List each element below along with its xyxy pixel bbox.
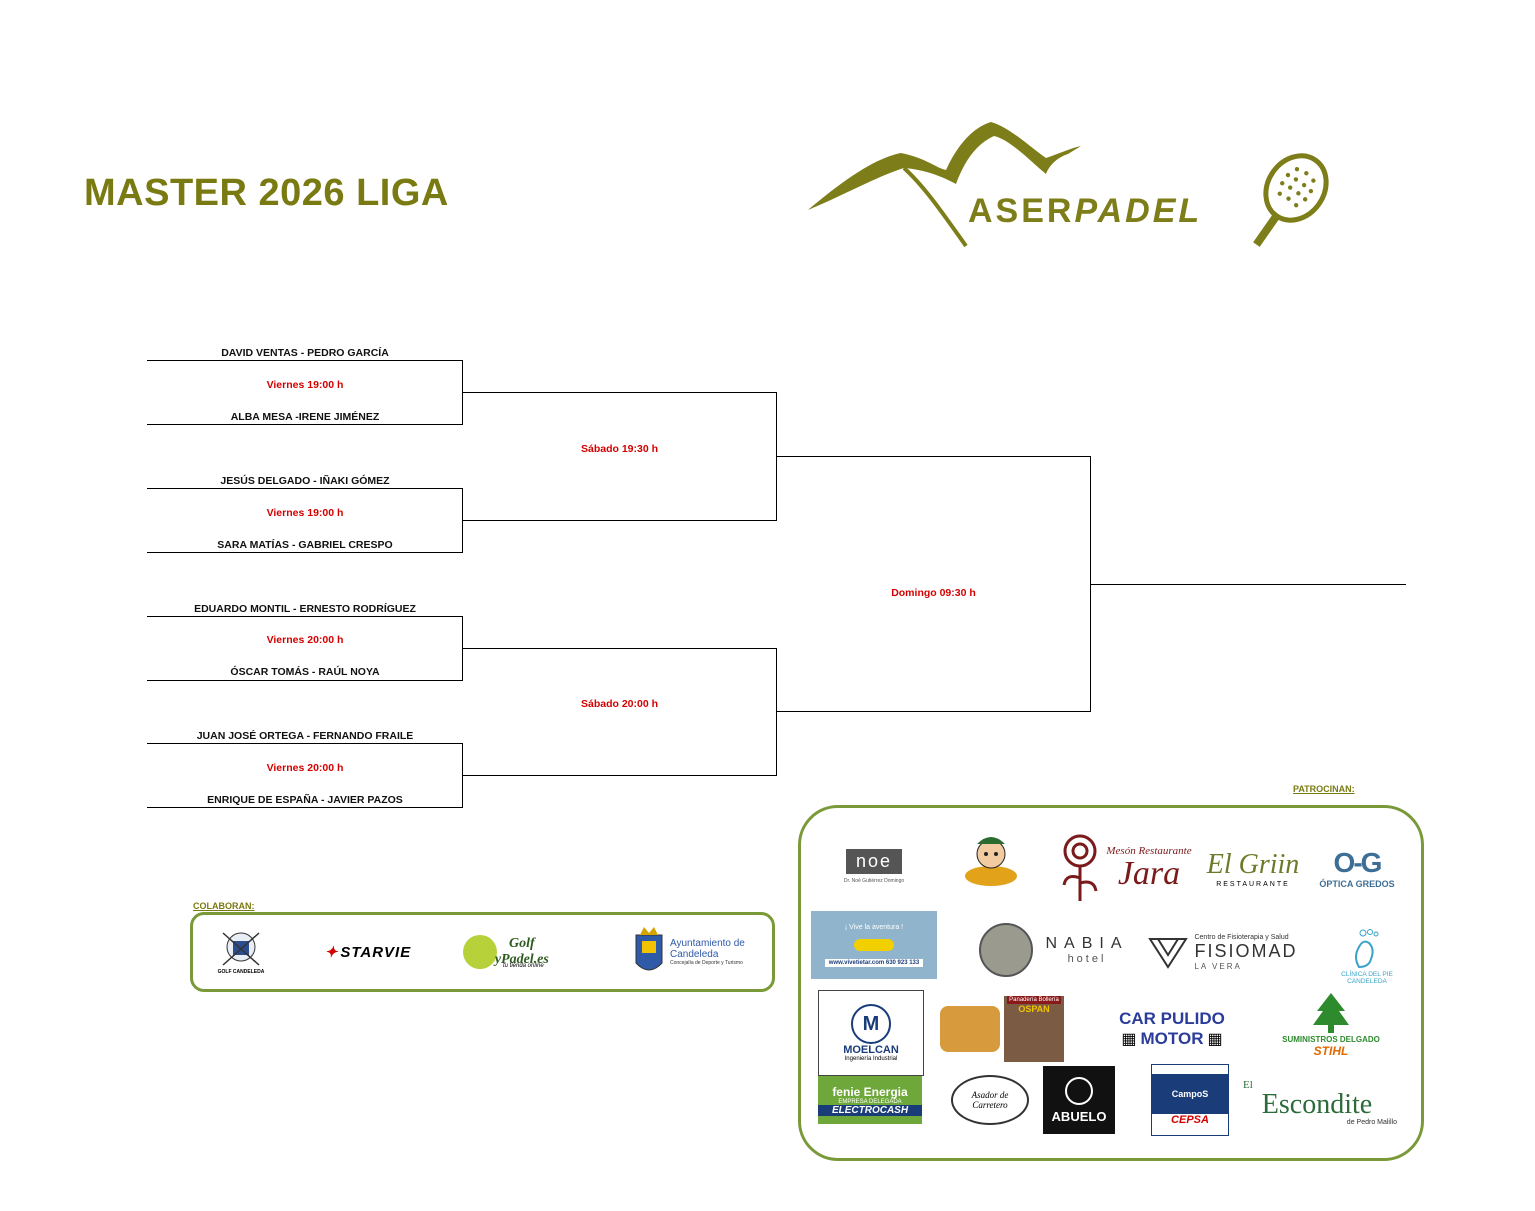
team-name: ALBA MESA -IRENE JIMÉNEZ — [230, 411, 380, 423]
sponsor-el-escondite: El Escondite de Pedro Malillo — [1243, 1078, 1397, 1126]
bracket-line — [462, 775, 777, 776]
bracket-line — [776, 456, 1091, 457]
bracket-line — [462, 520, 777, 521]
colaboran-box: GOLF CANDELEDA ✦STARVIE Golf yPadel.es t… — [190, 912, 775, 992]
tree-icon — [1313, 992, 1349, 1033]
team-name: DAVID VENTAS - PEDRO GARCÍA — [221, 347, 389, 359]
sponsor-campos-cepsa: CampoS CEPSA — [1151, 1064, 1229, 1136]
bracket-line — [147, 360, 463, 361]
crest-icon — [222, 932, 260, 966]
team-name: JESÚS DELGADO - IÑAKI GÓMEZ — [220, 475, 390, 487]
team-name: JUAN JOSÉ ORTEGA - FERNANDO FRAILE — [196, 730, 414, 742]
starvie-logo: ✦STARVIE — [324, 943, 412, 962]
sponsor-mesa-cartoon — [951, 826, 1031, 898]
ayuntamiento-logo: Ayuntamiento de Candeleda Concejalía de … — [621, 923, 761, 981]
aserpadel-logo: ASERPADEL — [806, 118, 1366, 258]
sponsor-vivetietar: ¡ Vive la aventura ! www.vivetietar.com … — [811, 911, 937, 979]
chef-mascot-icon — [965, 837, 1017, 886]
colaboran-label: COLABORAN: — [193, 901, 255, 911]
sponsor-noe: noe Dr. Noé Gutiérrez Domingo — [843, 848, 905, 884]
sponsor-jara: Mesón Restaurante Jara — [1045, 828, 1205, 908]
final-time: Domingo 09:30 h — [891, 587, 976, 599]
bracket-line — [462, 392, 777, 393]
mountain-logo-icon — [808, 122, 1329, 248]
golf-candeleda-logo: GOLF CANDELEDA — [211, 923, 271, 981]
sponsor-suministros-delgado: SUMINISTROS DELGADO STIHL — [1271, 984, 1391, 1064]
checkered-flag-icon: ▦ — [1207, 1031, 1223, 1048]
team-name: ÓSCAR TOMÁS - RAÚL NOYA — [230, 666, 380, 678]
page-title: MASTER 2026 LIGA — [84, 172, 449, 214]
sponsor-fenie-energia: fenie Energia EMPRESA DELEGADA ELECTROCA… — [818, 1076, 922, 1124]
sponsor-fisiomad: Centro de Fisioterapia y Salud FISIOMAD … — [1133, 924, 1313, 980]
match-time: Viernes 19:00 h — [266, 507, 344, 519]
coat-of-arms-icon — [635, 927, 663, 971]
bracket-line — [147, 552, 463, 553]
rose-icon — [1062, 834, 1098, 901]
bracket-line — [1090, 456, 1091, 711]
bracket-line — [147, 488, 463, 489]
team-name: SARA MATÍAS - GABRIEL CRESPO — [217, 539, 393, 551]
sponsor-clinica-pie: CLÍNICA DEL PIE CANDELEDA — [1329, 920, 1405, 992]
sponsor-ospan: Panadería Bollería OSPAN — [935, 994, 1069, 1064]
triangle-logo-icon — [1148, 938, 1189, 969]
sponsor-optica-gredos: O-G ÓPTICA GREDOS — [1319, 847, 1395, 889]
sponsor-car-pulido: CAR PULIDO ▦ MOTOR ▦ — [1119, 1009, 1225, 1048]
bracket-line — [462, 648, 777, 649]
team-name: ENRIQUE DE ESPAÑA - JAVIER PAZOS — [207, 794, 403, 806]
sponsor-moelcan: M MOELCAN Ingeniería Industrial — [818, 990, 924, 1076]
team-name: EDUARDO MONTIL - ERNESTO RODRÍGUEZ — [194, 603, 416, 615]
bracket-line — [147, 424, 463, 425]
bracket-line — [147, 743, 463, 744]
bracket-line — [147, 616, 463, 617]
bracket-line — [147, 807, 463, 808]
semifinal-time: Sábado 20:00 h — [580, 698, 659, 710]
match-time: Viernes 19:00 h — [266, 379, 344, 391]
sponsor-carretero: Asador de Carretero — [947, 1068, 1033, 1132]
foot-icon — [1355, 929, 1379, 969]
golf-y-padel-logo: Golf yPadel.es tu tienda online — [463, 927, 563, 977]
bracket-line — [147, 680, 463, 681]
sponsor-abuelo: ABUELO — [1043, 1066, 1115, 1134]
sponsor-el-griin: El Griin RESTAURANTE — [1206, 848, 1300, 888]
match-time: Viernes 20:00 h — [266, 634, 344, 646]
checkered-flag-icon: ▦ — [1121, 1031, 1137, 1048]
patrocinan-label: PATROCINAN: — [1293, 784, 1355, 794]
match-time: Viernes 20:00 h — [266, 762, 344, 774]
bracket-winner-line — [1090, 584, 1406, 585]
bracket-line — [776, 711, 1091, 712]
semifinal-time: Sábado 19:30 h — [580, 443, 659, 455]
patrocinan-box: noe Dr. Noé Gutiérrez Domingo Mesón Rest… — [798, 805, 1424, 1161]
logo-wordmark: ASERPADEL — [968, 192, 1203, 230]
sponsor-nabia: NABIA hotel — [959, 920, 1149, 980]
